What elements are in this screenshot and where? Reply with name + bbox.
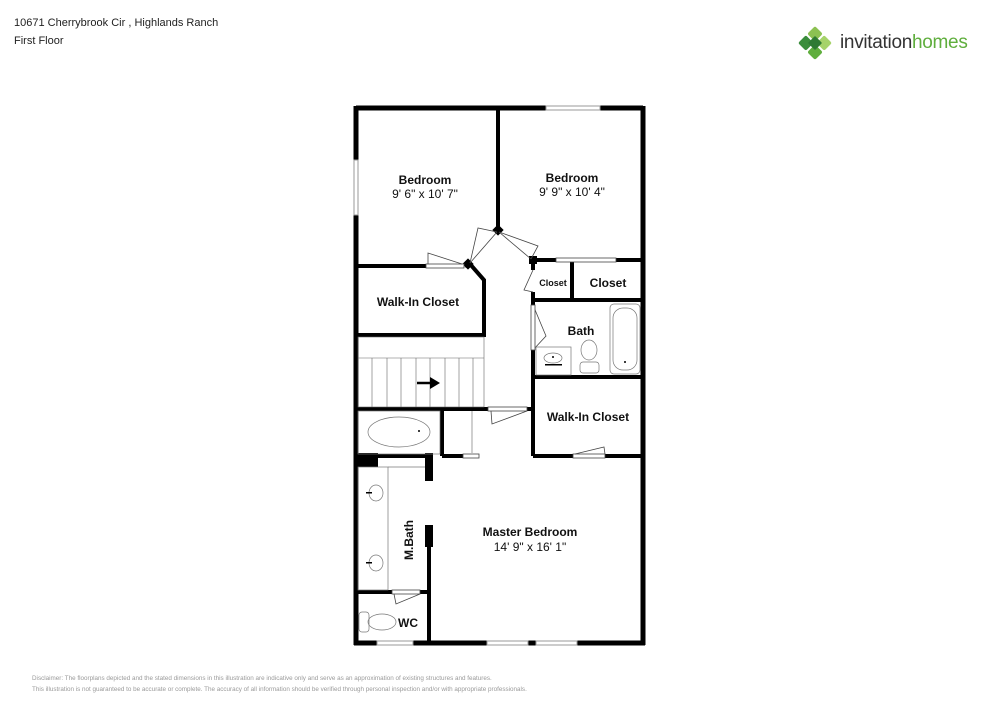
room-name: Walk-In Closet <box>547 410 629 424</box>
disclaimer-line-1: Disclaimer: The floorplans depicted and … <box>32 675 492 682</box>
room-name: WC <box>398 616 418 630</box>
room-name: Closet <box>590 276 627 290</box>
room-name: Bath <box>568 324 595 338</box>
room-name: Walk-In Closet <box>377 295 459 309</box>
room-name: Bedroom <box>546 171 599 185</box>
room-dimensions: 9' 9" x 10' 4" <box>539 185 605 199</box>
doors <box>391 227 617 605</box>
stair-direction-arrow-icon <box>417 377 440 389</box>
logo-text-invitation: invitation <box>840 32 912 53</box>
room-name: Closet <box>539 278 567 288</box>
room-labels: Bedroom 9' 6" x 10' 7" Bedroom 9' 9" x 1… <box>377 171 629 630</box>
toilet-icon <box>580 339 598 361</box>
room-name: Master Bedroom <box>483 525 578 539</box>
floor-label: First Floor <box>14 35 64 47</box>
header: 10671 Cherrybrook Cir , Highlands Ranch … <box>14 14 218 50</box>
clover-diamond-logo-icon <box>798 26 832 60</box>
logo-wordmark: invitationhomes <box>840 32 968 54</box>
master-bathtub-icon <box>367 416 431 448</box>
fixtures <box>357 303 641 633</box>
room-name: Bedroom <box>399 173 452 187</box>
logo-text-homes: homes <box>912 32 968 53</box>
sink-icon <box>543 352 563 364</box>
windows <box>353 105 601 646</box>
room-dimensions: 9' 6" x 10' 7" <box>392 187 458 201</box>
room-name: M.Bath <box>402 520 416 560</box>
wc-toilet-icon <box>367 613 397 631</box>
address-text: 10671 Cherrybrook Cir , Highlands Ranch <box>14 17 219 29</box>
staircase <box>357 336 485 408</box>
room-dimensions: 14' 9" x 16' 1" <box>494 540 566 554</box>
invitation-homes-logo: invitationhomes <box>798 26 968 60</box>
wall-blocks <box>358 224 537 547</box>
disclaimer-line-2: This illustration is not guaranteed to b… <box>32 686 527 693</box>
fixture-dots <box>366 356 626 564</box>
bathtub-icon <box>609 303 641 375</box>
disclaimer: Disclaimer: The floorplans depicted and … <box>32 673 527 695</box>
